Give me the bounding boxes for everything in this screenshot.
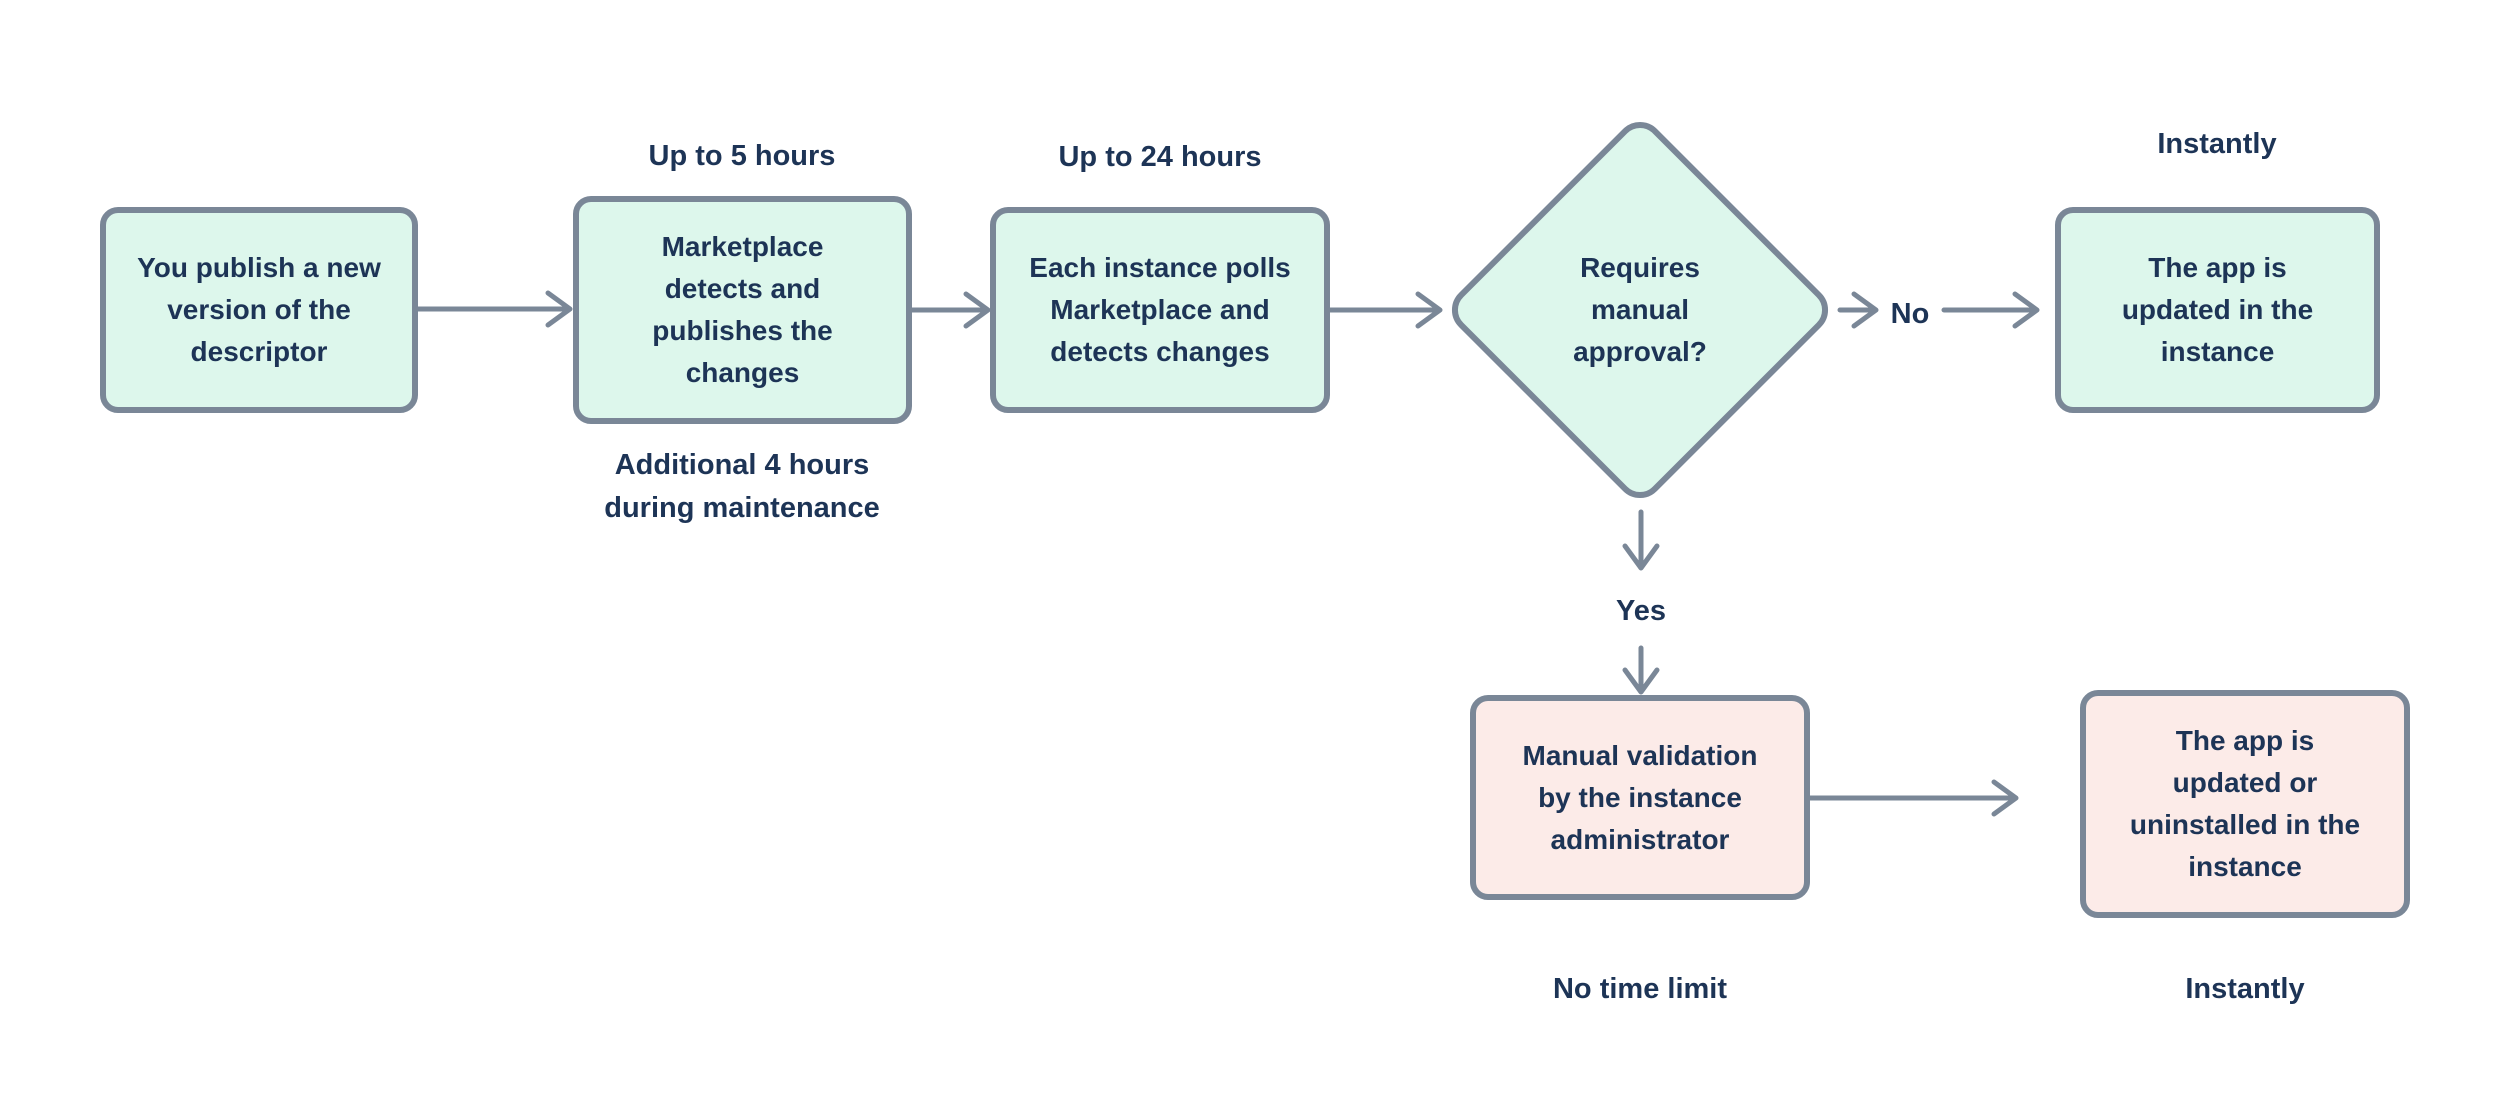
arrow-decision-to-no-label <box>1837 291 1879 329</box>
arrow-publish-to-detect <box>415 290 573 328</box>
node-requires-manual-approval: Requires manual approval? <box>1573 252 1707 367</box>
annotation-instantly-top: Instantly <box>2157 128 2277 160</box>
arrow-poll-to-decision <box>1327 291 1443 329</box>
edge-label-no: No <box>1890 298 1930 330</box>
arrow-yes-label-to-manual-validation <box>1622 645 1660 695</box>
annotation-up-to-5-hours: Up to 5 hours <box>648 140 836 172</box>
node-app-updated-or-uninstalled: The app is updated or uninstalled in the… <box>2080 690 2410 918</box>
node-publish-descriptor: You publish a new version of the descrip… <box>100 207 418 413</box>
arrow-decision-to-yes-label <box>1622 509 1660 571</box>
node-marketplace-detects: Marketplace detects and publishes the ch… <box>573 196 912 424</box>
annotation-instantly-bottom: Instantly <box>2185 973 2305 1005</box>
arrow-detect-to-poll <box>909 291 991 329</box>
edge-label-yes: Yes <box>1616 595 1666 627</box>
annotation-additional-4-hours: Additional 4 hours during maintenance <box>604 449 880 524</box>
node-manual-validation: Manual validation by the instance admini… <box>1470 695 1810 900</box>
arrow-no-label-to-updated <box>1941 291 2040 329</box>
annotation-up-to-24-hours: Up to 24 hours <box>1058 141 1262 173</box>
annotation-no-time-limit: No time limit <box>1552 973 1728 1005</box>
node-instance-polls: Each instance polls Marketplace and dete… <box>990 207 1330 413</box>
arrow-manual-validation-to-result <box>1807 779 2019 817</box>
node-app-updated: The app is updated in the instance <box>2055 207 2380 413</box>
